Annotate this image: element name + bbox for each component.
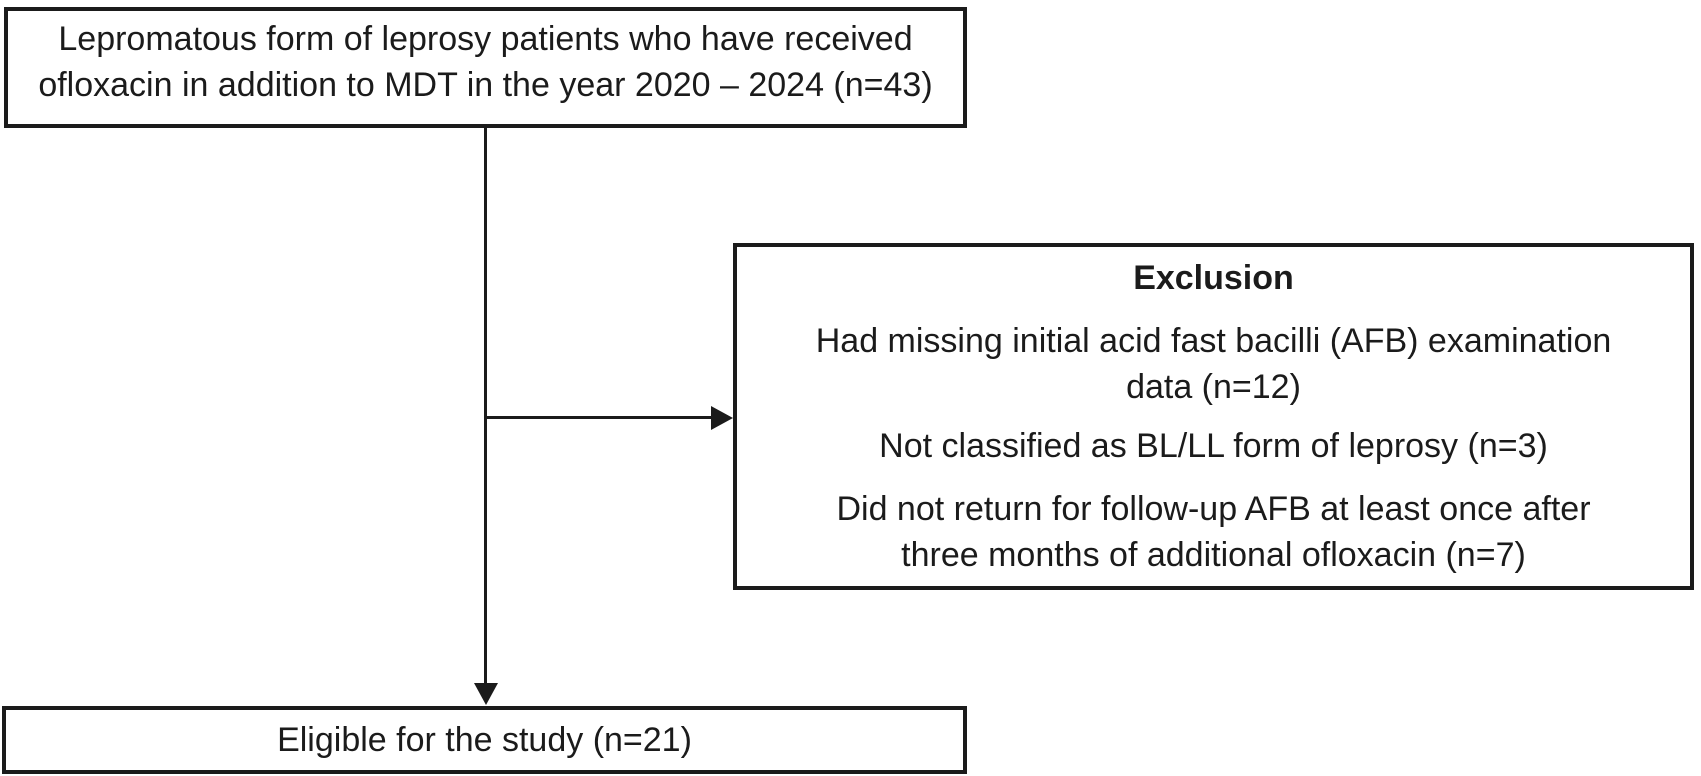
eligible-box-text: Eligible for the study (n=21) [277,721,692,759]
population-box: Lepromatous form of leprosy patients who… [4,7,967,128]
exclusion-item-missing-afb: Had missing initial acid fast bacilli (A… [816,318,1612,410]
arrowhead-down-icon [474,683,498,705]
population-box-text-line-2: ofloxacin in addition to MDT in the year… [38,66,933,104]
exclusion-item-no-follow-up: Did not return for follow-up AFB at leas… [836,486,1590,578]
connector-horizontal-line [484,416,713,419]
exclusion-item-text-line: data (n=12) [1126,368,1301,406]
eligible-box: Eligible for the study (n=21) [2,706,967,774]
population-box-text-line-1: Lepromatous form of leprosy patients who… [58,20,913,58]
exclusion-item-not-bl-ll: Not classified as BL/LL form of leprosy … [879,423,1548,469]
exclusion-item-text-line: Had missing initial acid fast bacilli (A… [815,322,1612,360]
exclusion-item-text-line: Not classified as BL/LL form of leprosy … [879,427,1548,465]
connector-vertical-line [484,128,487,686]
exclusion-item-text-line: Did not return for follow-up AFB at leas… [836,490,1591,528]
exclusion-title: Exclusion [1133,259,1294,297]
exclusion-box: Exclusion Had missing initial acid fast … [733,243,1694,590]
exclusion-item-text-line: three months of additional ofloxacin (n=… [901,536,1526,574]
arrowhead-right-icon [711,406,733,430]
